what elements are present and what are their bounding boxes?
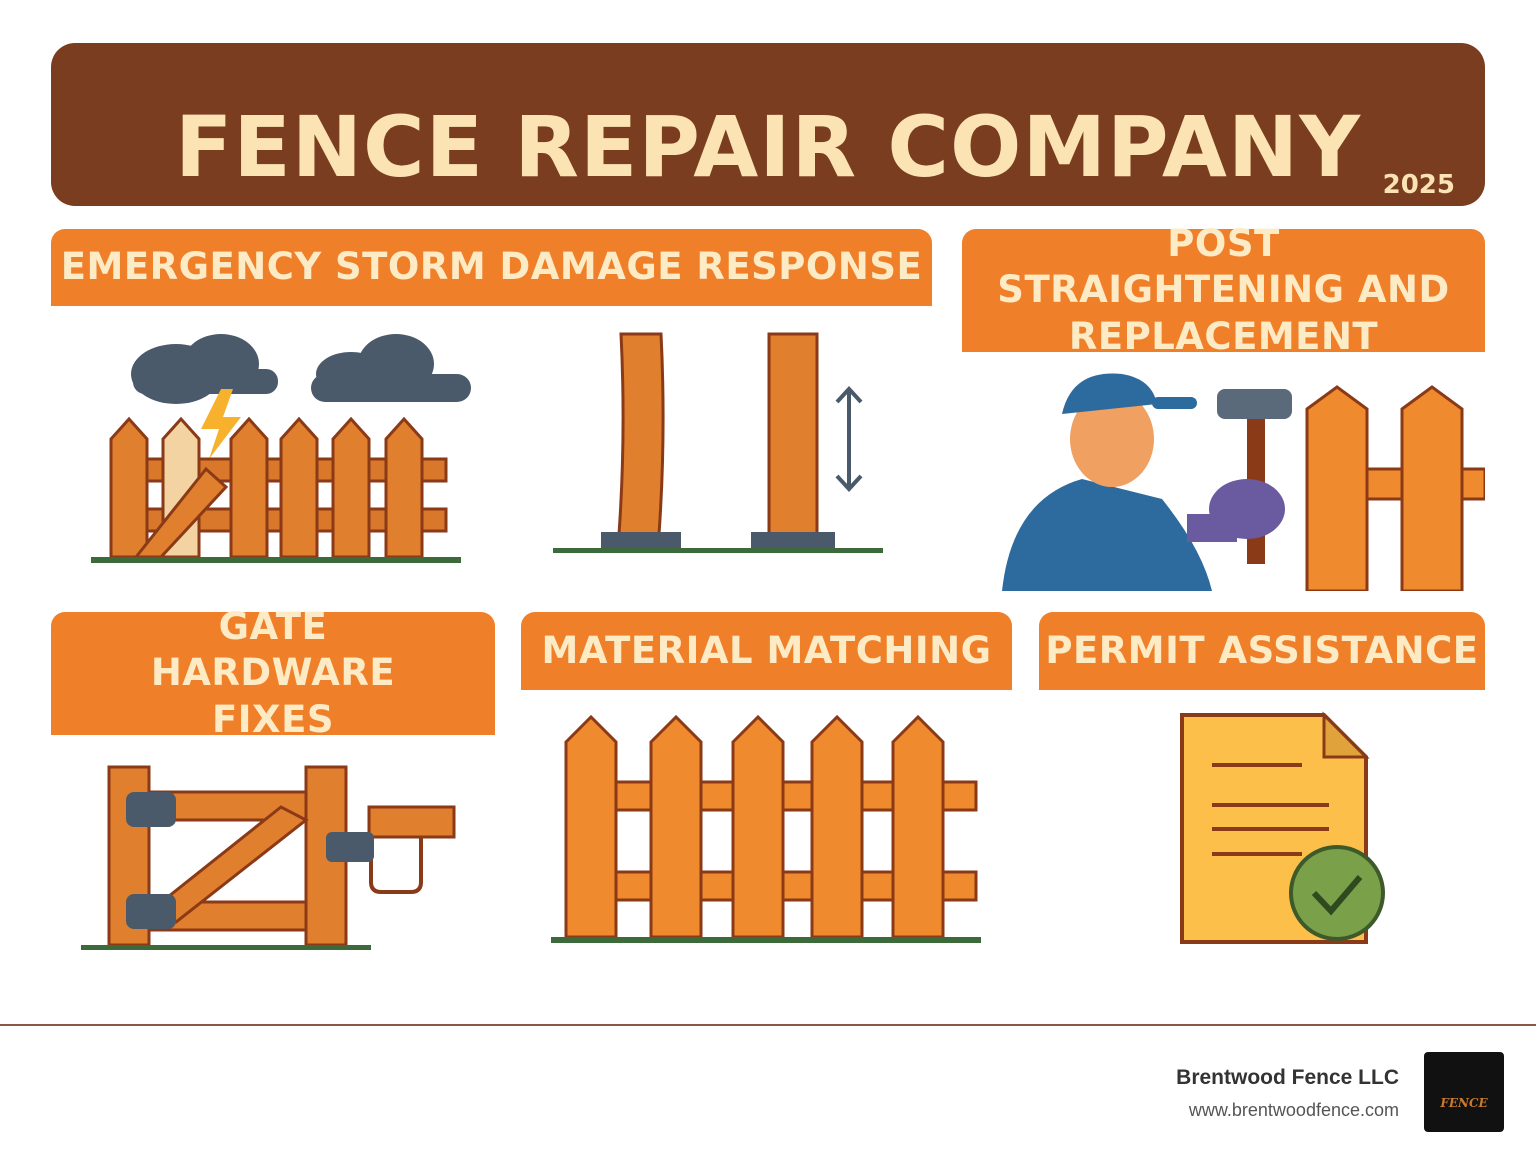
worker-hammer-icon: [1002, 373, 1485, 591]
broken-fence-icon: [91, 334, 471, 563]
logo-text: FENCE: [1440, 1096, 1488, 1110]
storm-cloud-icon: [131, 334, 471, 404]
card-gate-hardware: GATE HARDWARE FIXES: [51, 605, 495, 972]
company-logo: FENCE: [1424, 1052, 1504, 1132]
bent-post-icon: [553, 332, 883, 553]
card-title: MATERIAL MATCHING: [521, 612, 1012, 690]
title-banner: FENCE REPAIR COMPANY 2025: [51, 43, 1485, 206]
gate-hinge-icon: [81, 765, 456, 950]
card-title: POST STRAIGHTENING AND REPLACEMENT: [962, 222, 1485, 358]
company-url[interactable]: www.brentwoodfence.com: [1188, 1100, 1399, 1120]
card-storm-damage: EMERGENCY STORM DAMAGE RESPONSE: [51, 229, 932, 589]
footer-divider: [0, 1024, 1536, 1026]
card-title: EMERGENCY STORM DAMAGE RESPONSE: [51, 229, 932, 306]
straight-post-icon: [767, 332, 819, 536]
card-permit-assistance: PERMIT ASSISTANCE: [1039, 612, 1485, 972]
year-label: 2025: [1382, 170, 1455, 200]
document-check-icon: [1180, 711, 1385, 944]
card-title: GATE HARDWARE FIXES: [51, 605, 495, 741]
up-down-arrow-icon: [835, 386, 863, 492]
page-title: FENCE REPAIR COMPANY: [174, 98, 1362, 196]
card-title: PERMIT ASSISTANCE: [1039, 612, 1485, 690]
lightning-icon: [201, 389, 241, 459]
picket-fence-icon: [551, 714, 981, 943]
card-post-straightening: POST STRAIGHTENING AND REPLACEMENT: [962, 222, 1485, 591]
card-material-matching: MATERIAL MATCHING: [521, 612, 1012, 972]
company-name: Brentwood Fence LLC: [1176, 1066, 1399, 1089]
